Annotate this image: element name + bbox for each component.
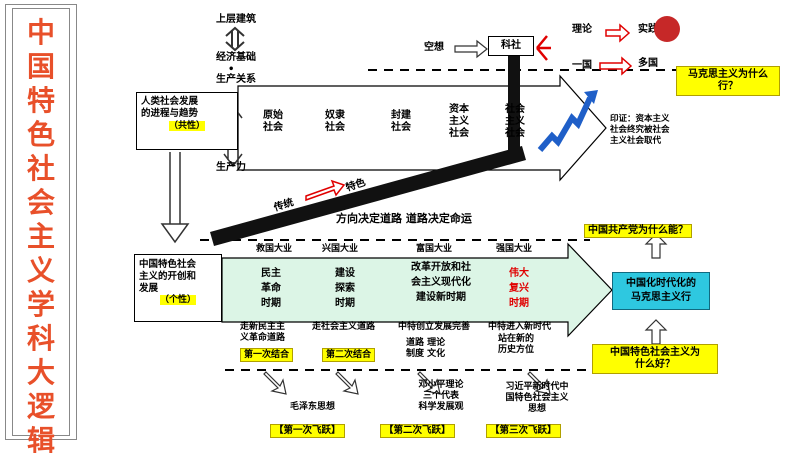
- question-party-box: 中国共产党为什么能？: [584, 224, 692, 238]
- path-new-era: 中特进入新时代: [488, 322, 552, 332]
- blank-panel-right: [594, 384, 788, 430]
- fork-arrows: [536, 35, 551, 61]
- header-save-nation: 救国大业: [256, 244, 293, 254]
- top-band-arrow: [237, 74, 607, 182]
- arrow-one-country: [599, 56, 633, 76]
- detail-road-theory: 道路 理论 制度 文化: [406, 338, 446, 359]
- arrow-tradition: [305, 179, 346, 202]
- path-established: 中特创立发展完善: [398, 322, 471, 332]
- reality-label: 实践: [638, 24, 658, 35]
- theory-deng: 邓小平理论 三个代表 科学发展观: [418, 380, 464, 412]
- top-left-box: 人类社会发展 的进程与趋势 （共性）: [136, 92, 238, 150]
- stage-socialist: 社会 主义 社会: [505, 104, 525, 139]
- leap-first-text: 【第一次飞跃】: [274, 425, 341, 436]
- down-arrow: [160, 152, 190, 244]
- diagram-graphics: [80, 23, 788, 440]
- stage-slave: 奴隶 社会: [325, 110, 345, 133]
- bottom-left-box-tag: （个性）: [139, 295, 217, 306]
- arrow-up-right-2: [644, 319, 668, 345]
- science-vertical-bar: [508, 54, 520, 152]
- question-marxism-box: 马克思主义为什么行？: [676, 66, 780, 96]
- bottom-arrow-3: [417, 371, 441, 395]
- bullet-dot: •: [228, 64, 235, 75]
- individual-tag: （个性）: [159, 295, 196, 305]
- double-arrow-icon: [225, 26, 245, 52]
- bottom-arrow-4: [527, 371, 551, 395]
- period-rejuvenation: 伟大 复兴 时期: [509, 268, 529, 309]
- question-party-text: 中国共产党为什么能？: [588, 225, 688, 236]
- direction-text: 方向决定道路 道路决定命运: [336, 212, 472, 225]
- arrow-theory: [605, 23, 631, 43]
- one-country-label: 一国: [572, 60, 592, 71]
- question-socialism-text: 中国特色社会主义为 什么好？: [610, 347, 700, 370]
- bottom-arrow-1: [263, 371, 287, 395]
- many-countries-label: 多国: [638, 58, 658, 69]
- productive-forces-label: 生产力: [216, 162, 246, 173]
- blank-panel-left: [80, 374, 250, 440]
- first-combination-text: 第一次结合: [244, 350, 290, 360]
- top-left-box-text: 人类社会发展 的进程与趋势: [141, 96, 199, 119]
- confirm-text: 印证：资本主义 社会终究被社会 主义社会取代: [610, 114, 670, 146]
- period-democratic-revolution: 民主 革命 时期: [261, 268, 281, 309]
- sinicization-text: 中国化时代化的 马克思主义行: [626, 278, 696, 303]
- bottom-arrow-2: [335, 371, 359, 395]
- question-marxism-text: 马克思主义为什么行？: [688, 69, 768, 92]
- period-reform: 改革开放和社 会主义现代化 建设新时期: [411, 262, 471, 303]
- diagonal-band: [210, 146, 526, 246]
- leap-second-text: 【第二次飞跃】: [384, 425, 451, 436]
- red-logo-icon: [654, 16, 680, 42]
- stage-feudal: 封建 社会: [391, 110, 411, 133]
- question-socialism-box: 中国特色社会主义为 什么好？: [592, 344, 718, 374]
- bottom-left-box-text: 中国特色社会 主义的开创和 发展: [139, 259, 197, 294]
- tag-first-combination: 第一次结合: [240, 348, 294, 362]
- left-title-inner: [12, 8, 70, 436]
- left-title: 中国特色社会主义学科大逻辑: [26, 16, 55, 457]
- leap-third: 【第三次飞跃】: [486, 424, 561, 438]
- header-strong-nation: 强国大业: [496, 244, 533, 254]
- detail-historical-position: 站在新的 历史方位: [498, 334, 535, 355]
- left-title-panel: [5, 4, 77, 440]
- leap-third-text: 【第三次飞跃】: [490, 425, 557, 436]
- production-relations-label: 生产关系: [216, 74, 256, 85]
- sinicization-box: 中国化时代化的 马克思主义行: [612, 272, 710, 310]
- second-combination-text: 第二次结合: [326, 350, 372, 360]
- common-tag: （共性）: [168, 121, 205, 131]
- stage-capitalist: 资本 主义 社会: [449, 104, 469, 139]
- theory-label: 理论: [572, 24, 592, 35]
- science-box: 科社: [488, 36, 534, 56]
- stage-primitive: 原始 社会: [263, 110, 283, 133]
- header-build-nation: 兴国大业: [322, 244, 359, 254]
- leap-second: 【第二次飞跃】: [380, 424, 455, 438]
- path-new-democratic: 走新民主主 义革命道路: [240, 322, 286, 343]
- arrow-to-science: [454, 39, 488, 59]
- bottom-left-box: 中国特色社会 主义的开创和 发展 （个性）: [134, 254, 222, 322]
- period-construction: 建设 探索 时期: [335, 268, 355, 309]
- blue-rising-arrow: [537, 96, 593, 152]
- tag-second-combination: 第二次结合: [322, 348, 376, 362]
- path-socialist: 走社会主义道路: [312, 322, 376, 332]
- header-rich-nation: 富国大业: [416, 244, 453, 254]
- superstructure-label: 上层建筑: [216, 14, 256, 25]
- utopia-label: 空想: [424, 42, 444, 53]
- science-label: 科社: [501, 40, 521, 51]
- theory-mao: 毛泽东思想: [290, 402, 336, 412]
- theory-xi: 习近平新时代中 国特色社会主义 思想: [505, 382, 569, 414]
- leap-first: 【第一次飞跃】: [270, 424, 345, 438]
- bottom-band-arrow: [221, 242, 613, 338]
- economic-base-label: 经济基础: [216, 52, 256, 63]
- top-left-box-tag: （共性）: [141, 121, 233, 132]
